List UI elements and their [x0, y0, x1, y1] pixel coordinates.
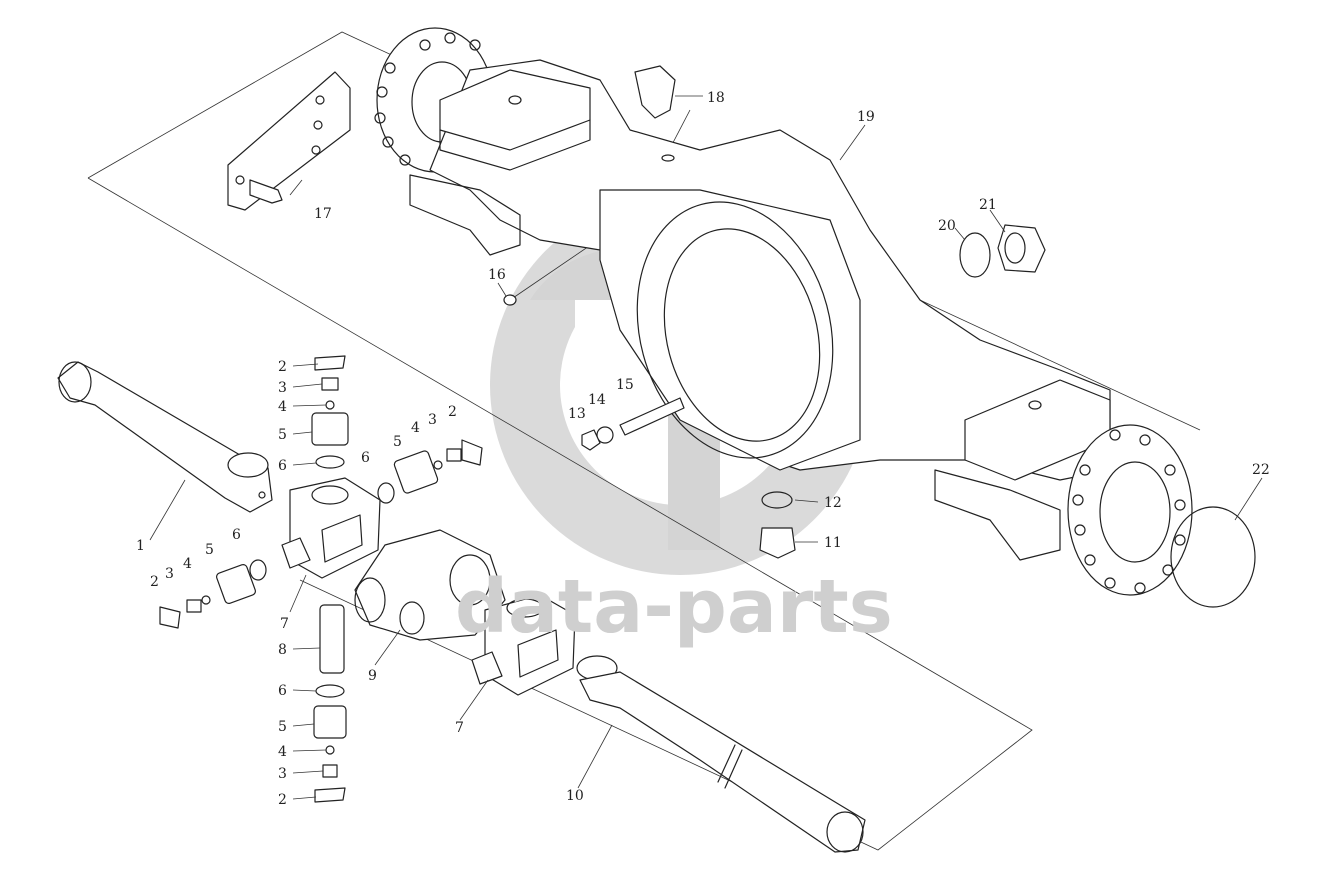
half-shaft-10 [576, 655, 866, 853]
callout-16: 16 [488, 267, 506, 283]
cross-block-right [471, 594, 576, 696]
callout-4: 4 [411, 420, 420, 436]
callout-7: 7 [280, 616, 289, 632]
callout-3: 3 [428, 412, 437, 428]
callout-3: 3 [278, 766, 287, 782]
callout-8: 8 [278, 642, 287, 658]
callout-3: 3 [278, 380, 287, 396]
housing-small-parts [503, 65, 1256, 608]
callout-6: 6 [278, 683, 287, 699]
callout-4: 4 [278, 744, 287, 760]
flange-holes-left [374, 32, 481, 166]
callout-7: 7 [455, 720, 464, 736]
callout-15: 15 [616, 377, 634, 393]
side-part-stacks [159, 439, 483, 629]
callout-6: 6 [361, 450, 370, 466]
callout-11: 11 [824, 535, 842, 551]
callout-2: 2 [278, 359, 287, 375]
callout-4: 4 [183, 556, 192, 572]
callout-14: 14 [588, 392, 606, 408]
callout-17: 17 [314, 206, 332, 222]
callout-5: 5 [205, 542, 214, 558]
leader-lines [149, 95, 1263, 800]
callout-labels: 1 2 2 2 2 3 3 3 3 4 4 4 4 5 5 5 5 6 6 6 … [136, 90, 1270, 808]
callout-4: 4 [278, 399, 287, 415]
callout-9: 9 [368, 668, 377, 684]
callout-13: 13 [568, 406, 586, 422]
callout-10: 10 [566, 788, 584, 804]
callout-5: 5 [278, 719, 287, 735]
callout-3: 3 [165, 566, 174, 582]
callout-6: 6 [232, 527, 241, 543]
watermark-text: data-parts [455, 564, 893, 650]
callout-22: 22 [1252, 462, 1270, 478]
callout-2: 2 [448, 404, 457, 420]
callout-18: 18 [707, 90, 725, 106]
flange-holes-right [1072, 429, 1186, 594]
callout-20: 20 [938, 218, 956, 234]
callout-5: 5 [393, 434, 402, 450]
callout-5: 5 [278, 427, 287, 443]
knuckle-housing [354, 529, 506, 641]
axle-housing [374, 27, 1193, 596]
callout-2: 2 [278, 792, 287, 808]
cross-block-left [281, 477, 381, 579]
callout-12: 12 [824, 495, 842, 511]
callout-19: 19 [857, 109, 875, 125]
callout-1: 1 [136, 538, 145, 554]
vertical-part-stack [311, 355, 349, 803]
callout-21: 21 [979, 197, 997, 213]
mounting-plate [227, 71, 351, 211]
callout-2: 2 [150, 574, 159, 590]
callout-6: 6 [278, 458, 287, 474]
half-shaft-1 [57, 361, 273, 513]
